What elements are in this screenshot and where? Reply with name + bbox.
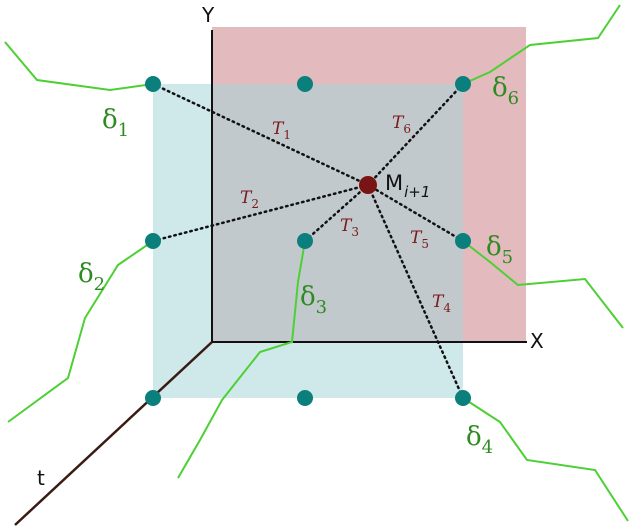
node-top-left: [145, 76, 161, 92]
node-top-middle: [297, 76, 313, 92]
node-middle-left: [145, 233, 161, 249]
link-t6: [366, 82, 465, 187]
tension-label-5: T5: [410, 228, 429, 251]
tension-label-2: T2: [240, 188, 259, 211]
curve-delta-2: [7, 240, 154, 423]
node-middle-right: [455, 233, 471, 249]
link-t5: [366, 183, 465, 243]
center-point-label: Mi+1: [385, 171, 430, 201]
delta-label-1: δ1: [102, 105, 129, 141]
center-point-m: [359, 176, 377, 194]
delta-label-2: δ2: [78, 259, 105, 295]
tension-label-1: T1: [272, 119, 291, 142]
node-bottom-left: [145, 390, 161, 406]
curve-delta-1: [4, 41, 154, 92]
tension-label-4: T4: [432, 292, 451, 315]
link-t2: [151, 183, 370, 243]
tension-label-6: T6: [392, 113, 411, 136]
y-axis-label: Y: [201, 3, 215, 27]
delta-label-5: δ5: [486, 232, 513, 268]
tension-label-3: T3: [340, 216, 359, 239]
curve-delta-5: [462, 240, 624, 329]
link-t4: [366, 183, 465, 400]
curve-delta-3: [177, 240, 306, 479]
t-axis: [14, 341, 213, 526]
node-top-right: [455, 76, 471, 92]
t-axis-label: t: [37, 466, 45, 490]
delta-label-6: δ6: [492, 73, 519, 109]
x-axis-label: X: [530, 329, 544, 353]
curve-delta-6: [462, 4, 621, 85]
delta-label-3: δ3: [300, 282, 327, 318]
curve-delta-4: [462, 397, 629, 522]
delta-label-4: δ4: [466, 422, 493, 458]
node-bottom-middle: [297, 390, 313, 406]
node-center: [297, 233, 313, 249]
link-t1: [151, 82, 370, 187]
node-bottom-right: [455, 390, 471, 406]
